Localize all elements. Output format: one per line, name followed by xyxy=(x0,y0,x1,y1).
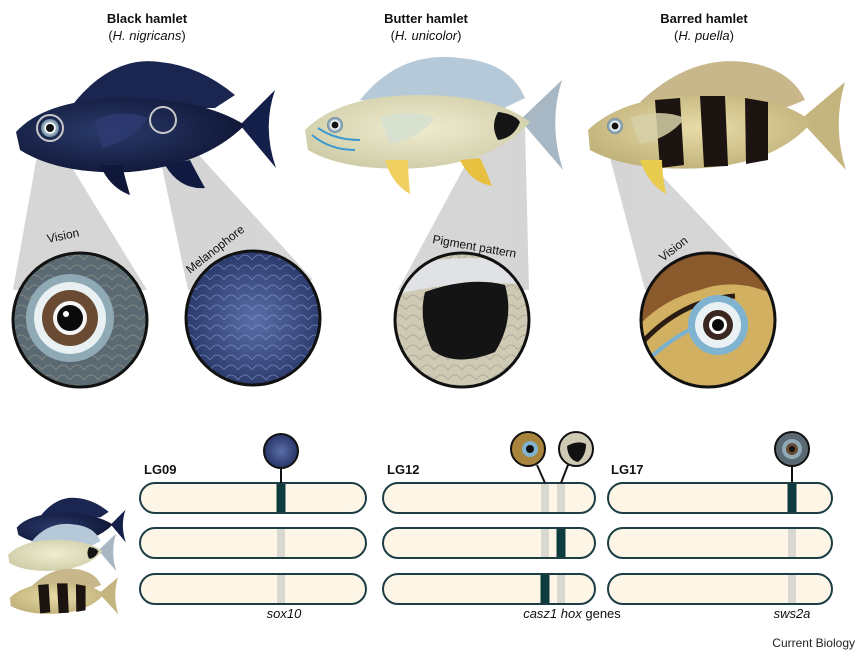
gene-label-casz1-hox: casz1 hox genes xyxy=(482,606,662,621)
chromosome-lg17-barred xyxy=(608,574,832,604)
barred-hamlet-body xyxy=(588,95,812,169)
butter-hamlet-pelvic-fin xyxy=(385,160,410,194)
marker-band-lg17-barred-shared xyxy=(788,575,796,603)
marker-band-lg09-black-divergent xyxy=(277,484,286,512)
chromosome-lg09-butter xyxy=(140,528,366,558)
marker-band-lg09-barred-shared xyxy=(277,575,285,603)
marker-band-lg12-barred-shared xyxy=(557,575,565,603)
marker-band-lg09-butter-shared xyxy=(277,529,285,557)
mini-melanophore-icon xyxy=(264,434,298,483)
chromosome-lg17-butter xyxy=(608,528,832,558)
marker-band-lg12-black-shared xyxy=(557,484,565,512)
marker-band-lg12-butter-divergent xyxy=(557,529,566,557)
marker-band-lg12-black-shared xyxy=(541,484,549,512)
marker-band-lg17-black-divergent xyxy=(788,484,797,512)
mini-pigment-pattern-icon xyxy=(559,432,593,483)
mini-vision-sws2a-icon xyxy=(775,432,809,483)
black-hamlet-pupil xyxy=(46,124,54,132)
chromosome-lg09-black xyxy=(140,483,366,513)
mini-vision-barred-icon xyxy=(511,432,545,483)
gene-label-sws2a: sws2a xyxy=(702,606,861,621)
barred-hamlet-pupil xyxy=(612,123,619,130)
barred-hamlet-bar-3 xyxy=(745,98,768,164)
black-hamlet-tail xyxy=(240,90,276,168)
chromosome-lg09-barred xyxy=(140,574,366,604)
marker-band-lg12-barred-divergent xyxy=(541,575,550,603)
chromosome-panel xyxy=(140,483,832,604)
journal-credit: Current Biology xyxy=(772,636,855,650)
lg09-label: LG09 xyxy=(144,462,177,477)
marker-band-lg12-butter-shared xyxy=(541,529,549,557)
gene-label-sox10: sox10 xyxy=(194,606,374,621)
small-barred-hamlet-icon xyxy=(10,569,118,615)
marker-band-lg17-butter-shared xyxy=(788,529,796,557)
lg12-label: LG12 xyxy=(387,462,420,477)
chromosome-lg17-black xyxy=(608,483,832,513)
butter-hamlet-pupil xyxy=(332,122,339,129)
barred-hamlet-bar-2 xyxy=(700,96,728,167)
lg17-label: LG17 xyxy=(611,462,644,477)
